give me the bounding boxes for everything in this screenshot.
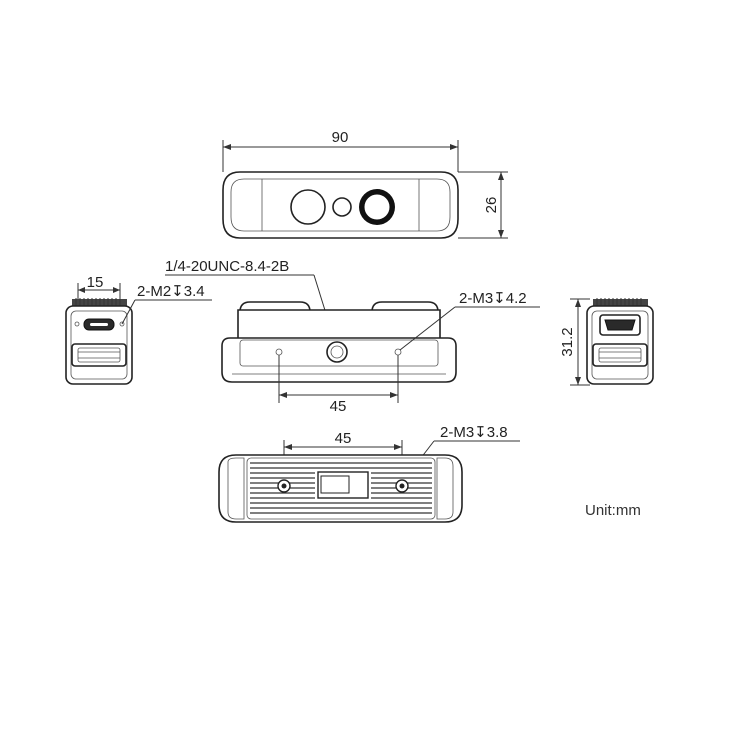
dim-height-31-2: 31.2 (559, 327, 576, 356)
front-view: 1/4-20UNC-8.4-2B 2-M3↧4.2 45 (165, 258, 540, 415)
unit-label: Unit:mm (585, 502, 641, 519)
dim-front-spacing-45: 45 (330, 398, 347, 415)
tripod-hole (326, 341, 348, 363)
label-front-screw: 2-M3↧4.2 (459, 290, 527, 307)
dim-depth-15: 15 (87, 274, 104, 291)
label-tripod: 1/4-20UNC-8.4-2B (165, 258, 289, 275)
left-side-view: 15 2-M2↧3.4 (65, 274, 212, 385)
port-connector (604, 319, 636, 331)
dim-bottom-spacing-45: 45 (335, 430, 352, 447)
ir-sensor-left (290, 189, 326, 225)
bottom-view: 45 2-M3↧3.8 (218, 424, 520, 523)
top-view: 90 26 (222, 129, 508, 239)
dim-width-90: 90 (332, 129, 349, 146)
heatsink-fins (250, 462, 432, 514)
right-side-view: 31.2 (559, 298, 654, 386)
label-side-screw: 2-M2↧3.4 (137, 283, 205, 300)
sensor-small (332, 197, 352, 217)
dim-height-26: 26 (483, 197, 500, 214)
label-bottom-screw: 2-M3↧3.8 (440, 424, 508, 441)
